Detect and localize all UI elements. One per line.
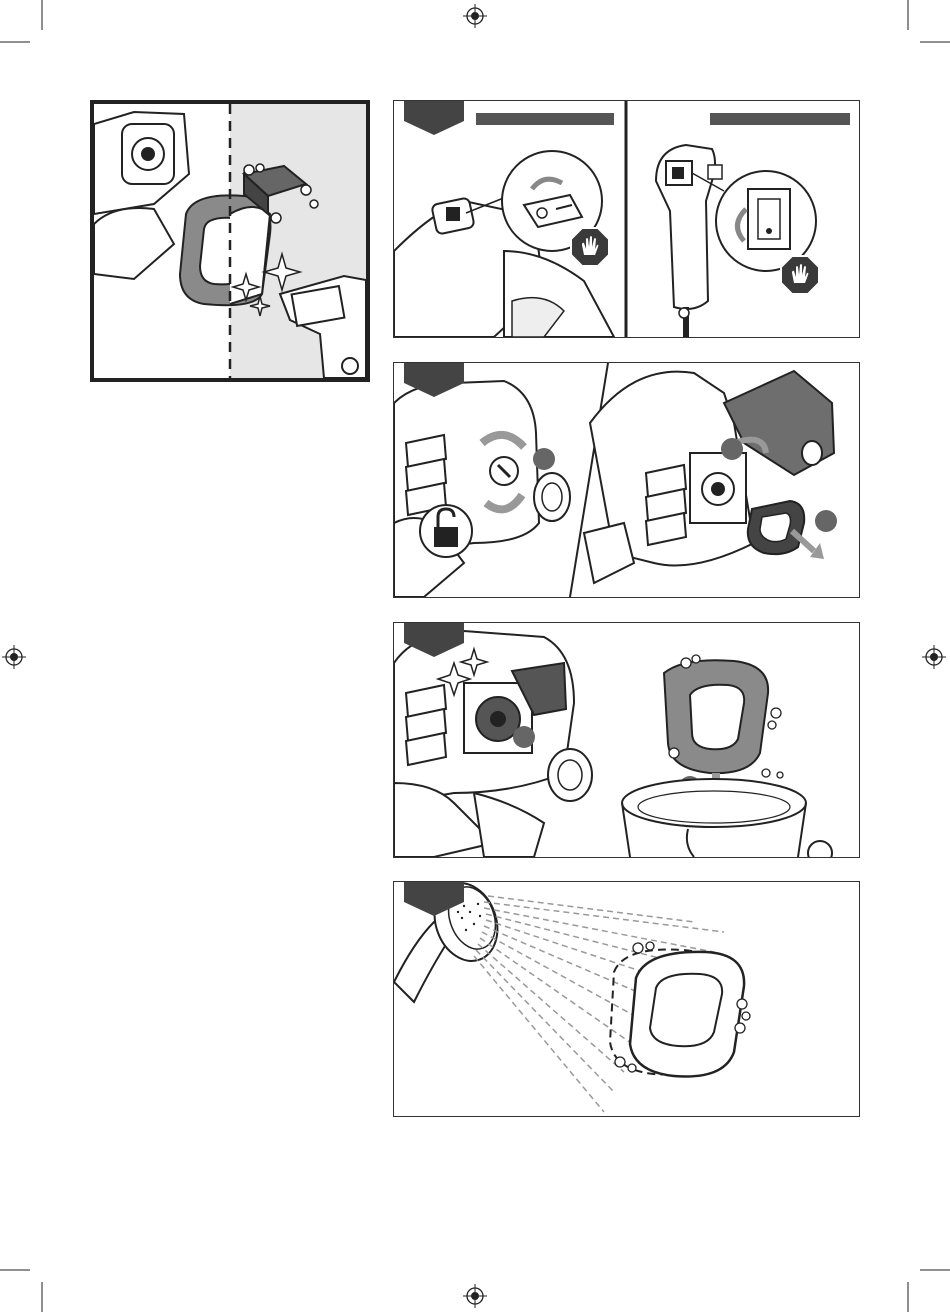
- step-2-panel: [393, 362, 860, 598]
- clean-filter-illustration: [394, 623, 858, 857]
- step-3-flag: [404, 622, 464, 657]
- registration-mark-right-icon: [922, 645, 946, 669]
- stop-hand-icon: [570, 227, 610, 267]
- stop-engine-illustration: [394, 101, 858, 337]
- step-1-label-bar-left: [476, 113, 614, 125]
- step-1-flag: [404, 100, 464, 135]
- remove-cover-illustration: [394, 363, 858, 597]
- registration-mark-bottom-icon: [463, 1284, 487, 1308]
- registration-mark-top-icon: [463, 4, 487, 28]
- step-1-label-bar-right: [710, 113, 850, 125]
- step-4-flag: [404, 881, 464, 916]
- stop-hand-icon: [780, 255, 820, 295]
- rinse-filter-illustration: [394, 882, 858, 1116]
- registration-mark-left-icon: [2, 645, 26, 669]
- before-after-filter-panel: [90, 100, 370, 382]
- step-2-flag: [404, 362, 464, 397]
- step-4-panel: [393, 881, 860, 1117]
- before-after-illustration: [94, 104, 366, 378]
- step-3-panel: [393, 622, 860, 858]
- step-1-panel: [393, 100, 860, 338]
